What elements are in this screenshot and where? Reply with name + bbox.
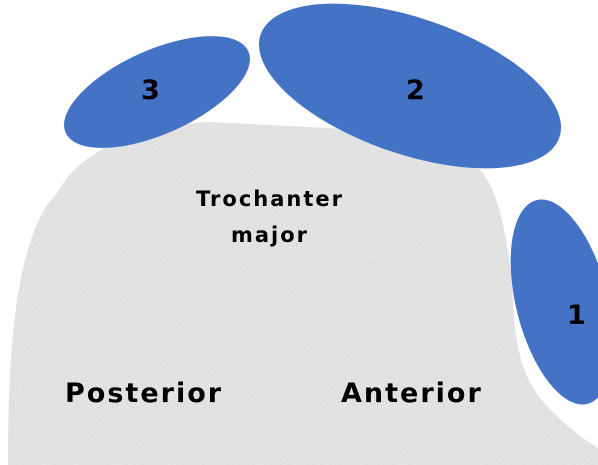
bone-title-line1: Trochanter [196,187,344,211]
bursa-2-shape [258,3,562,169]
posterior-label: Posterior [65,378,224,409]
bursa-3-shape [64,36,250,148]
anterior-label: Anterior [341,378,483,409]
bone-title: Trochanter major [160,181,380,253]
bursa-2-label: 2 [406,75,425,106]
bursa-3-label: 3 [141,75,160,106]
greater-trochanter-shape [8,122,598,465]
bursa-1-shape [510,199,598,405]
bursa-1-label: 1 [567,300,586,331]
bone-title-line2: major [230,223,310,247]
